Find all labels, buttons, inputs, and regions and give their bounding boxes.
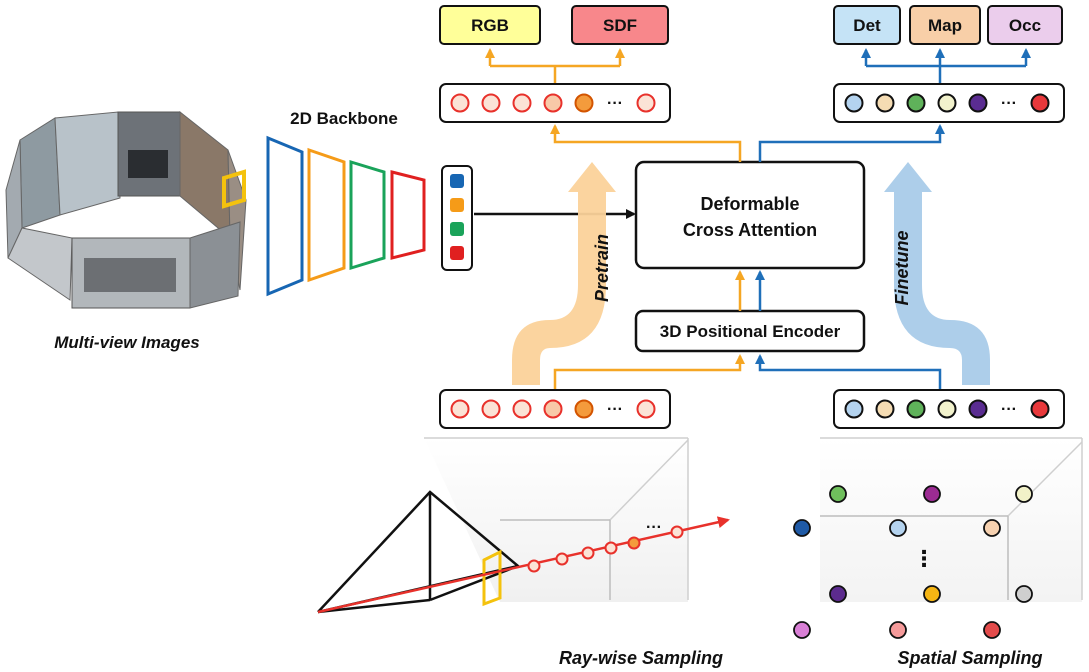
ray-sample-point xyxy=(581,546,595,560)
ray-output-tokens-token xyxy=(450,93,470,113)
spatial-output-tokens-token xyxy=(1030,93,1050,113)
spatial-output-tokens-token xyxy=(844,93,864,113)
output-head-map xyxy=(909,5,981,45)
spatial-input-tokens-token xyxy=(1030,399,1050,419)
spatial-output-tokens-token xyxy=(968,93,988,113)
feature-green xyxy=(450,222,464,236)
output-head-sdf xyxy=(571,5,669,45)
ray-output-tokens-token xyxy=(481,93,501,113)
output-head-rgb-label: RGB xyxy=(471,16,509,35)
feature-blue xyxy=(450,174,464,188)
ray-sample-point xyxy=(555,552,569,566)
pretrain-label: Pretrain xyxy=(592,234,612,302)
ray-input-tokens-token xyxy=(512,399,532,419)
ray-input-tokens-token xyxy=(450,399,470,419)
output-head-occ xyxy=(987,5,1063,45)
attention-to-spatial-output xyxy=(758,124,945,162)
ray-output-tokens-token xyxy=(543,93,563,113)
backbone-stage-3 xyxy=(349,159,386,271)
token-rows: ··· ··· ··· ··· xyxy=(439,83,1065,429)
backbone-stages xyxy=(266,135,426,297)
ray-tokens-to-encoder xyxy=(553,354,745,390)
spatial-tokens-to-encoder xyxy=(755,354,942,390)
backbone-label: 2D Backbone xyxy=(290,109,398,128)
ray-input-tokens-ellipsis: ··· xyxy=(607,401,623,418)
spatial-sample-point xyxy=(923,485,941,503)
spatial-output-tokens-ellipsis: ··· xyxy=(1001,95,1017,112)
spatial-sample-point xyxy=(1015,485,1033,503)
attention-label-line1: Deformable xyxy=(700,194,799,214)
spatial-sample-point xyxy=(793,621,811,639)
spatial-output-tokens-token xyxy=(937,93,957,113)
positional-encoder-box xyxy=(634,309,866,353)
feature-red xyxy=(450,246,464,260)
ray-sampling-scene xyxy=(317,437,730,614)
spatial-input-tokens-token xyxy=(968,399,988,419)
backbone-stage-1 xyxy=(266,135,304,297)
spatial-sampling-scene xyxy=(820,437,1083,602)
output-heads: RGB SDF Det Map Occ xyxy=(439,5,1063,45)
backbone-stage-4 xyxy=(390,170,426,260)
spatial-sample-point xyxy=(793,519,811,537)
spatial-sample-point xyxy=(1015,585,1033,603)
ray-input-tokens-token xyxy=(481,399,501,419)
ray-output-tokens-token xyxy=(512,93,532,113)
spatial-sampling-label: Spatial Sampling xyxy=(897,648,1042,668)
ray-sample-point xyxy=(670,525,684,539)
spatial-vertical-ellipsis: ⋮ xyxy=(913,547,935,572)
output-head-map-label: Map xyxy=(928,16,962,35)
ray-output-tokens-ellipsis: ··· xyxy=(607,95,623,112)
ray-sample-point xyxy=(527,559,541,573)
spatial-sample-points xyxy=(793,485,1033,639)
ray-output-tokens-token xyxy=(636,93,656,113)
output-head-det xyxy=(833,5,901,45)
backbone-stage-2 xyxy=(307,147,346,283)
finetune-flow-arrow xyxy=(884,162,990,385)
positional-encoder-label: 3D Positional Encoder xyxy=(660,322,841,341)
ray-ellipsis: ··· xyxy=(646,519,662,536)
spatial-sample-point xyxy=(889,519,907,537)
ray-sample-points xyxy=(527,525,684,573)
spatial-output-tokens-token xyxy=(875,93,895,113)
image-feature-column xyxy=(441,165,473,271)
deformable-attention-box xyxy=(634,160,866,270)
spatial-input-tokens-token xyxy=(844,399,864,419)
ray-input-tokens-token xyxy=(543,399,563,419)
output-head-sdf-label: SDF xyxy=(603,16,637,35)
spatial-sample-point xyxy=(889,621,907,639)
spatial-input-tokens-ellipsis: ··· xyxy=(1001,401,1017,418)
spatial-input-tokens-token xyxy=(875,399,895,419)
spatial-sample-point xyxy=(983,621,1001,639)
spatial-sample-point xyxy=(829,485,847,503)
ray-output-tokens-token xyxy=(574,93,594,113)
feature-orange xyxy=(450,198,464,212)
spatial-sample-point xyxy=(983,519,1001,537)
pretrain-flow-arrow xyxy=(512,162,616,385)
spatial-input-tokens-token xyxy=(937,399,957,419)
ray-input-tokens-token xyxy=(574,399,594,419)
spatial-input-tokens-token xyxy=(906,399,926,419)
ray-sample-point xyxy=(627,536,641,550)
ray-input-tokens-token xyxy=(636,399,656,419)
ray-sampling-label: Ray-wise Sampling xyxy=(559,648,723,668)
output-head-rgb xyxy=(439,5,541,45)
finetune-label: Finetune xyxy=(892,231,912,306)
camera-ray xyxy=(317,516,730,614)
spatial-sample-point xyxy=(923,585,941,603)
multi-view-images xyxy=(5,110,247,309)
output-head-occ-label: Occ xyxy=(1009,16,1041,35)
attention-to-ray-output xyxy=(550,124,742,162)
attention-label-line2: Cross Attention xyxy=(683,220,817,240)
output-head-det-label: Det xyxy=(853,16,881,35)
ray-sample-point xyxy=(604,541,618,555)
spatial-output-tokens-token xyxy=(906,93,926,113)
multi-view-label: Multi-view Images xyxy=(54,333,199,352)
spatial-sample-point xyxy=(829,585,847,603)
